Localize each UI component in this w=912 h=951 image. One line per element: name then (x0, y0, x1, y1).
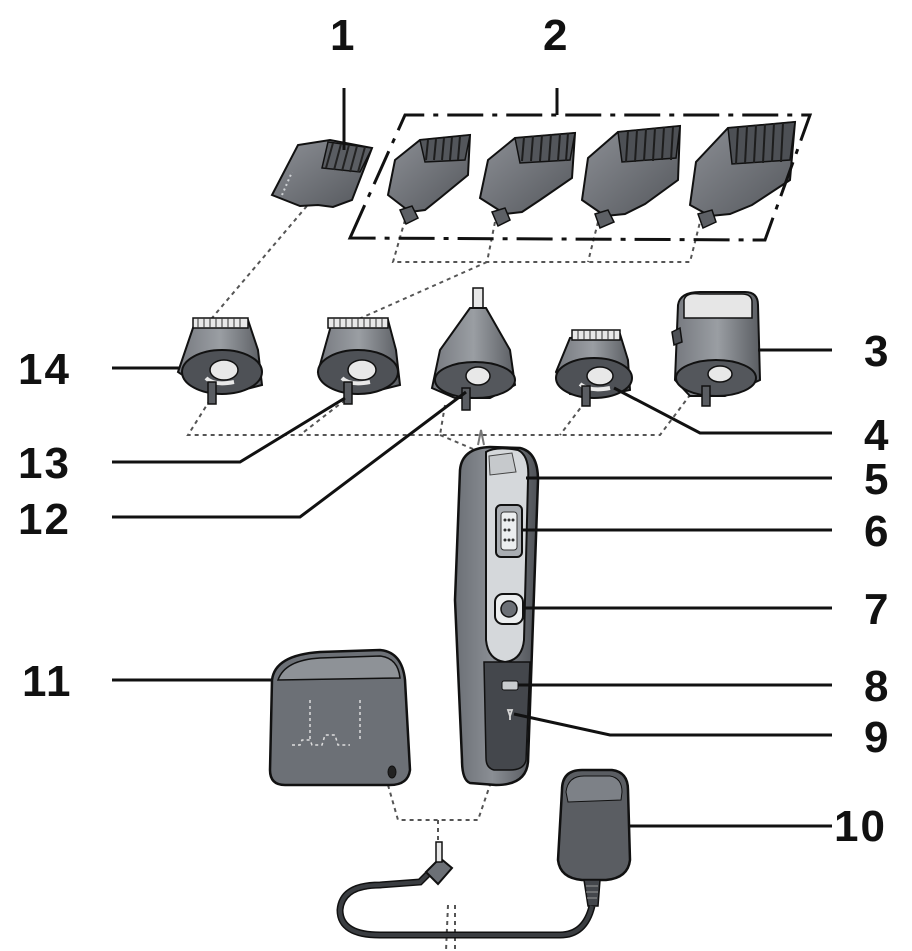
comb-2a (386, 133, 472, 226)
comb-2d (688, 120, 797, 230)
shaver-head-3 (671, 291, 762, 407)
callout-10: 10 (834, 802, 887, 851)
charging-stand-11 (268, 648, 412, 787)
callout-8: 8 (864, 662, 891, 711)
power-cord (336, 841, 596, 939)
callout-7: 7 (864, 585, 891, 634)
comb-2c (580, 124, 682, 230)
callout-6: 6 (864, 507, 891, 556)
callout-5: 5 (864, 455, 891, 504)
callout-14: 14 (18, 345, 71, 394)
callout-3: 3 (864, 327, 891, 376)
trimmer-head-13 (316, 317, 402, 405)
comb-2b (478, 131, 577, 228)
nose-trimmer-head-12 (430, 287, 517, 411)
comb-group-bracket (347, 88, 813, 242)
small-trimmer-head-4 (554, 329, 633, 407)
comb-attachments-2 (386, 120, 797, 230)
comb-attachment-1 (270, 138, 374, 209)
charge-indicator-8 (501, 680, 519, 691)
callout-12: 12 (18, 495, 71, 544)
charge-symbol-9 (506, 709, 514, 720)
trimmer-head-14 (176, 317, 264, 405)
callout-4: 4 (864, 411, 891, 460)
callout-2: 2 (543, 11, 570, 60)
callout-9: 9 (864, 713, 891, 762)
callout-1: 1 (330, 11, 357, 60)
callout-13: 13 (18, 439, 71, 488)
callout-11: 11 (22, 657, 73, 706)
leader-lines (112, 88, 832, 828)
ac-adapter-10 (556, 768, 632, 907)
dashed-connection-lines (186, 199, 701, 951)
main-body (453, 429, 540, 787)
